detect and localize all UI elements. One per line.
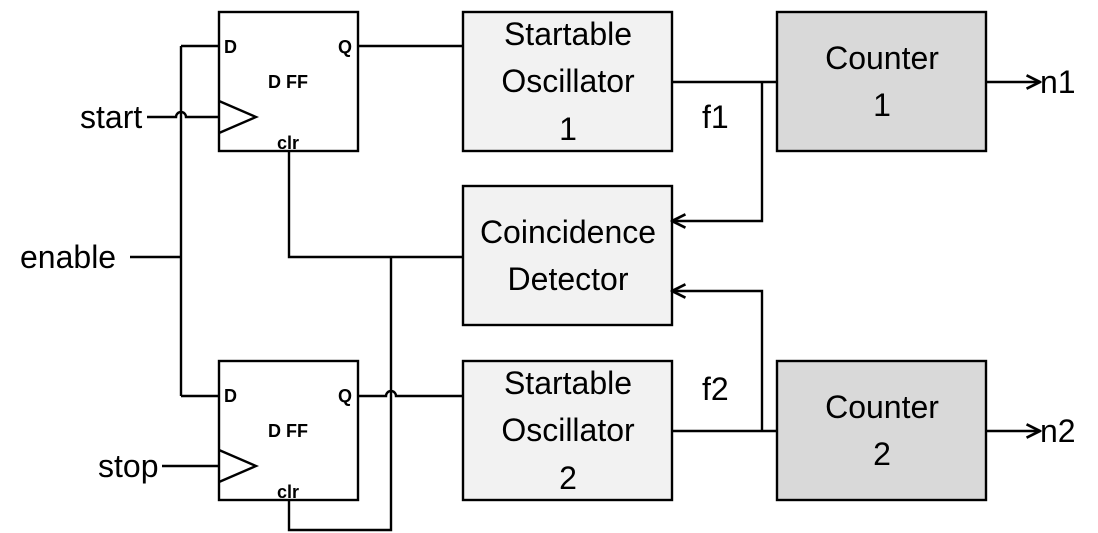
counter-1-line1: Counter: [825, 40, 939, 76]
n1-label: n1: [1040, 64, 1076, 100]
dff-bottom: D Q D FF clr: [217, 359, 360, 502]
counter-2-line1: Counter: [825, 389, 939, 425]
detector-line1: Coincidence: [480, 214, 656, 250]
counter-2: Counter 2: [775, 359, 988, 502]
oscillator-1-line3: 1: [559, 111, 577, 147]
dff-bottom-title: D FF: [268, 421, 308, 441]
oscillator-2-line3: 2: [559, 460, 577, 496]
counter-1-line2: 1: [873, 87, 891, 123]
oscillator-2-line1: Startable: [504, 365, 632, 401]
dff-top-q-label: Q: [338, 37, 352, 57]
f1-label: f1: [702, 99, 729, 135]
clock-triangle-bottom-icon: [218, 448, 260, 484]
dff-bottom-d-label: D: [224, 386, 237, 406]
clr-top-wire: [287, 151, 463, 259]
stop-label: stop: [98, 448, 158, 484]
startable-oscillator-1: Startable Oscillator 1: [461, 10, 674, 153]
n2-label: n2: [1040, 413, 1076, 449]
detector-line2: Detector: [508, 261, 629, 297]
oscillator-1-line1: Startable: [504, 16, 632, 52]
start-wire: [147, 110, 219, 119]
f1-to-detector: [672, 82, 764, 221]
startable-oscillator-2: Startable Oscillator 2: [461, 359, 674, 502]
f2-label: f2: [702, 371, 729, 407]
dff-bottom-q-label: Q: [338, 386, 352, 406]
coincidence-detector: Coincidence Detector: [461, 184, 674, 327]
f2-to-detector: [672, 291, 764, 431]
clock-triangle-top-icon: [218, 99, 260, 135]
oscillator-2-line2: Oscillator: [501, 412, 635, 448]
counter-2-line2: 2: [873, 436, 891, 472]
q-bottom-to-osc2: [358, 389, 463, 398]
dff-top-clr-label: clr: [277, 133, 299, 153]
enable-label: enable: [20, 239, 116, 275]
oscillator-1-line2: Oscillator: [501, 63, 635, 99]
counter-1: Counter 1: [775, 10, 988, 153]
dff-top-d-label: D: [224, 37, 237, 57]
dff-top-title: D FF: [268, 72, 308, 92]
start-label: start: [80, 99, 142, 135]
dff-bottom-clr-label: clr: [277, 482, 299, 502]
clr-bottom-wire: [287, 257, 393, 532]
dff-top: D Q D FF clr: [217, 10, 360, 153]
